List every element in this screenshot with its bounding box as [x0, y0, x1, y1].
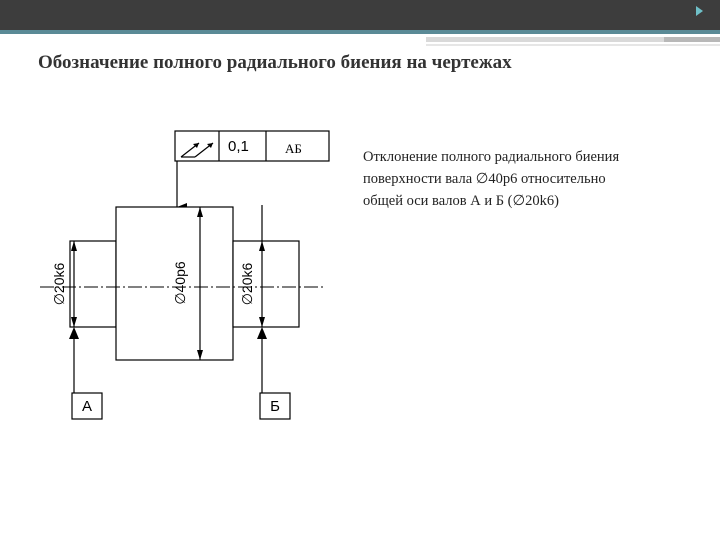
- dimension-right-journal: ∅20k6: [239, 241, 265, 327]
- description-text: Отклонение полного радиального биения по…: [363, 146, 619, 212]
- datum-label: А: [82, 398, 92, 415]
- description-line: поверхности вала ∅40р6 относительно: [363, 171, 606, 187]
- dimension-label: ∅40р6: [172, 261, 188, 305]
- shaft-outline: [69, 206, 300, 361]
- slide-header-bar: [0, 0, 720, 30]
- dimension-left-journal: ∅20k6: [51, 241, 77, 327]
- description-line: Отклонение полного радиального биения: [363, 149, 620, 165]
- dimension-center-body: ∅40р6: [172, 207, 203, 360]
- datum-b: Б: [257, 327, 291, 420]
- slide-header-accent: [0, 30, 720, 34]
- datum-a: А: [69, 327, 103, 420]
- decor-stripe: [426, 44, 720, 46]
- datum-label: Б: [270, 398, 280, 415]
- tolerance-frame: 0,1 АБ: [174, 130, 330, 162]
- total-runout-icon: [180, 142, 214, 158]
- description-line: общей оси валов А и Б (∅20k6): [363, 193, 559, 209]
- decor-stripe: [664, 37, 720, 42]
- play-icon[interactable]: [696, 6, 703, 16]
- tolerance-value: 0,1: [228, 138, 249, 155]
- dimension-label: ∅20k6: [51, 263, 67, 306]
- datum-reference: АБ: [285, 141, 302, 156]
- slide-title: Обозначение полного радиального биения н…: [38, 52, 512, 73]
- dimension-label: ∅20k6: [239, 263, 255, 306]
- decor-stripe: [426, 37, 664, 42]
